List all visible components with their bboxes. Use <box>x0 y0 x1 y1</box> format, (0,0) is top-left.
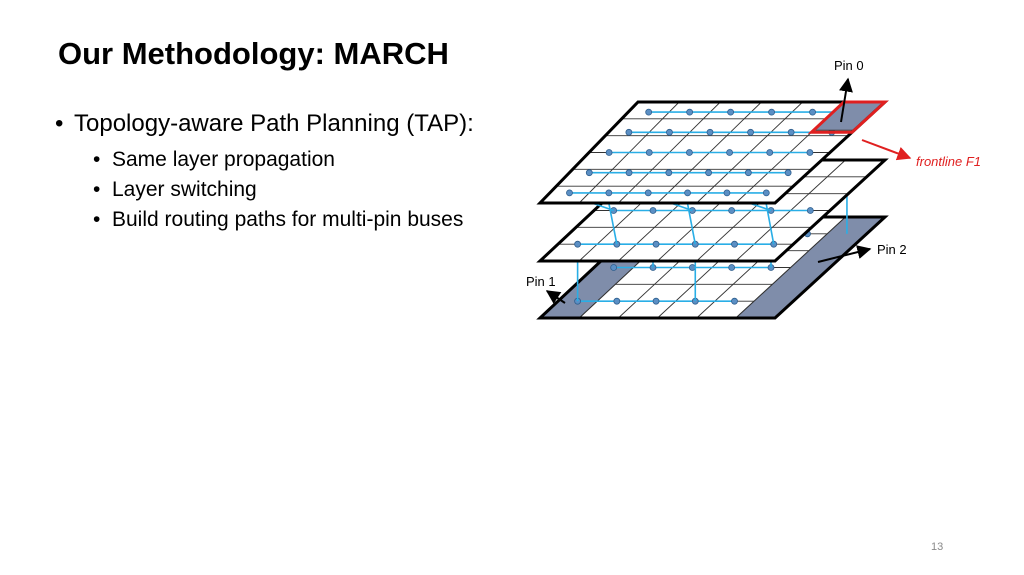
route-node <box>652 297 660 305</box>
layered-routing-grid-diagram: Pin 0 frontline F1 Pin 2 Pin 1 <box>526 58 981 320</box>
pin1-arrow <box>545 290 566 304</box>
frontline-f1-highlight <box>807 100 889 134</box>
bullet-item: • Topology-aware Path Planning (TAP): <box>55 110 474 138</box>
sub-bullet-text: Layer switching <box>112 178 257 201</box>
route-node <box>809 108 816 116</box>
route-node <box>787 128 795 136</box>
route-node <box>645 149 653 156</box>
bullet-dot-icon: • <box>93 178 101 201</box>
sub-bullet-item: • Build routing paths for multi-pin buse… <box>93 208 474 232</box>
route-node <box>688 264 696 271</box>
bullet-dot-icon: • <box>93 148 101 171</box>
route-node <box>726 149 733 156</box>
route-node <box>686 108 694 116</box>
pin0-label: Pin 0 <box>834 58 864 73</box>
route-node <box>645 108 653 116</box>
route-node <box>625 128 633 136</box>
route-node <box>728 264 736 271</box>
route-node <box>625 169 633 177</box>
route-node <box>723 189 731 197</box>
route-node <box>747 128 754 136</box>
page-number: 13 <box>931 541 944 553</box>
bullet-dot-icon: • <box>55 110 64 137</box>
annotations: Pin 0 frontline F1 Pin 2 Pin 1 <box>526 58 981 304</box>
route-node <box>806 207 814 214</box>
sub-bullet-item: • Layer switching <box>93 178 474 202</box>
pin2-arrow <box>817 245 872 263</box>
route-node <box>705 169 712 177</box>
sub-bullet-text: Build routing paths for multi-pin buses <box>112 208 464 231</box>
route-node <box>686 149 693 156</box>
route-node <box>744 169 752 177</box>
route-node <box>762 189 770 197</box>
slide-title: Our Methodology: MARCH <box>58 36 449 71</box>
pin2-label: Pin 2 <box>877 242 907 257</box>
route-node <box>766 149 774 156</box>
route-node <box>784 169 792 177</box>
route-node <box>605 189 613 197</box>
route-node <box>652 240 660 248</box>
route-node <box>806 149 814 156</box>
route-node <box>585 169 593 177</box>
top-grid-layer <box>536 100 889 205</box>
route-node <box>731 297 738 305</box>
route-node <box>684 189 691 197</box>
frontline-arrow <box>861 139 912 161</box>
route-node <box>610 264 618 271</box>
route-node <box>666 128 673 136</box>
pin0-arrow <box>839 77 853 123</box>
frontline-label: frontline F1 <box>916 154 981 169</box>
bullet-text: Topology-aware Path Planning (TAP): <box>74 110 474 137</box>
bullet-dot-icon: • <box>93 208 101 231</box>
route-node <box>605 149 613 156</box>
route-node <box>768 108 775 116</box>
route-node <box>731 240 738 248</box>
sub-bullet-text: Same layer propagation <box>112 148 335 171</box>
route-node <box>706 128 714 136</box>
route-node <box>728 207 736 214</box>
route-node <box>644 189 652 197</box>
route-node <box>727 108 735 116</box>
route-node <box>665 169 673 177</box>
route-node <box>613 297 621 305</box>
sub-bullet-item: • Same layer propagation <box>93 148 474 172</box>
route-node <box>574 240 582 248</box>
bullet-list: • Topology-aware Path Planning (TAP): • … <box>55 110 474 238</box>
pin1-label: Pin 1 <box>526 274 556 289</box>
route-node <box>566 189 573 197</box>
route-node <box>649 207 657 214</box>
